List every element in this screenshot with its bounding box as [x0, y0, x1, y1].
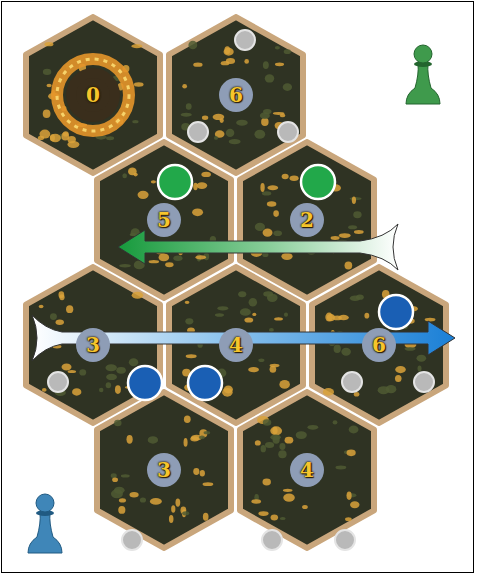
- tile-number: 3: [147, 453, 181, 487]
- tile-number: 6: [362, 328, 396, 362]
- tile-number: 0: [76, 78, 110, 112]
- tile-number: 5: [147, 203, 181, 237]
- hex-tile: 4: [237, 389, 377, 551]
- tile-number: 4: [219, 328, 253, 362]
- tile-number: 3: [76, 328, 110, 362]
- tile-number: 2: [290, 203, 324, 237]
- hex-tile: 3: [94, 389, 234, 551]
- tile-number: 4: [290, 453, 324, 487]
- tile-number: 6: [219, 78, 253, 112]
